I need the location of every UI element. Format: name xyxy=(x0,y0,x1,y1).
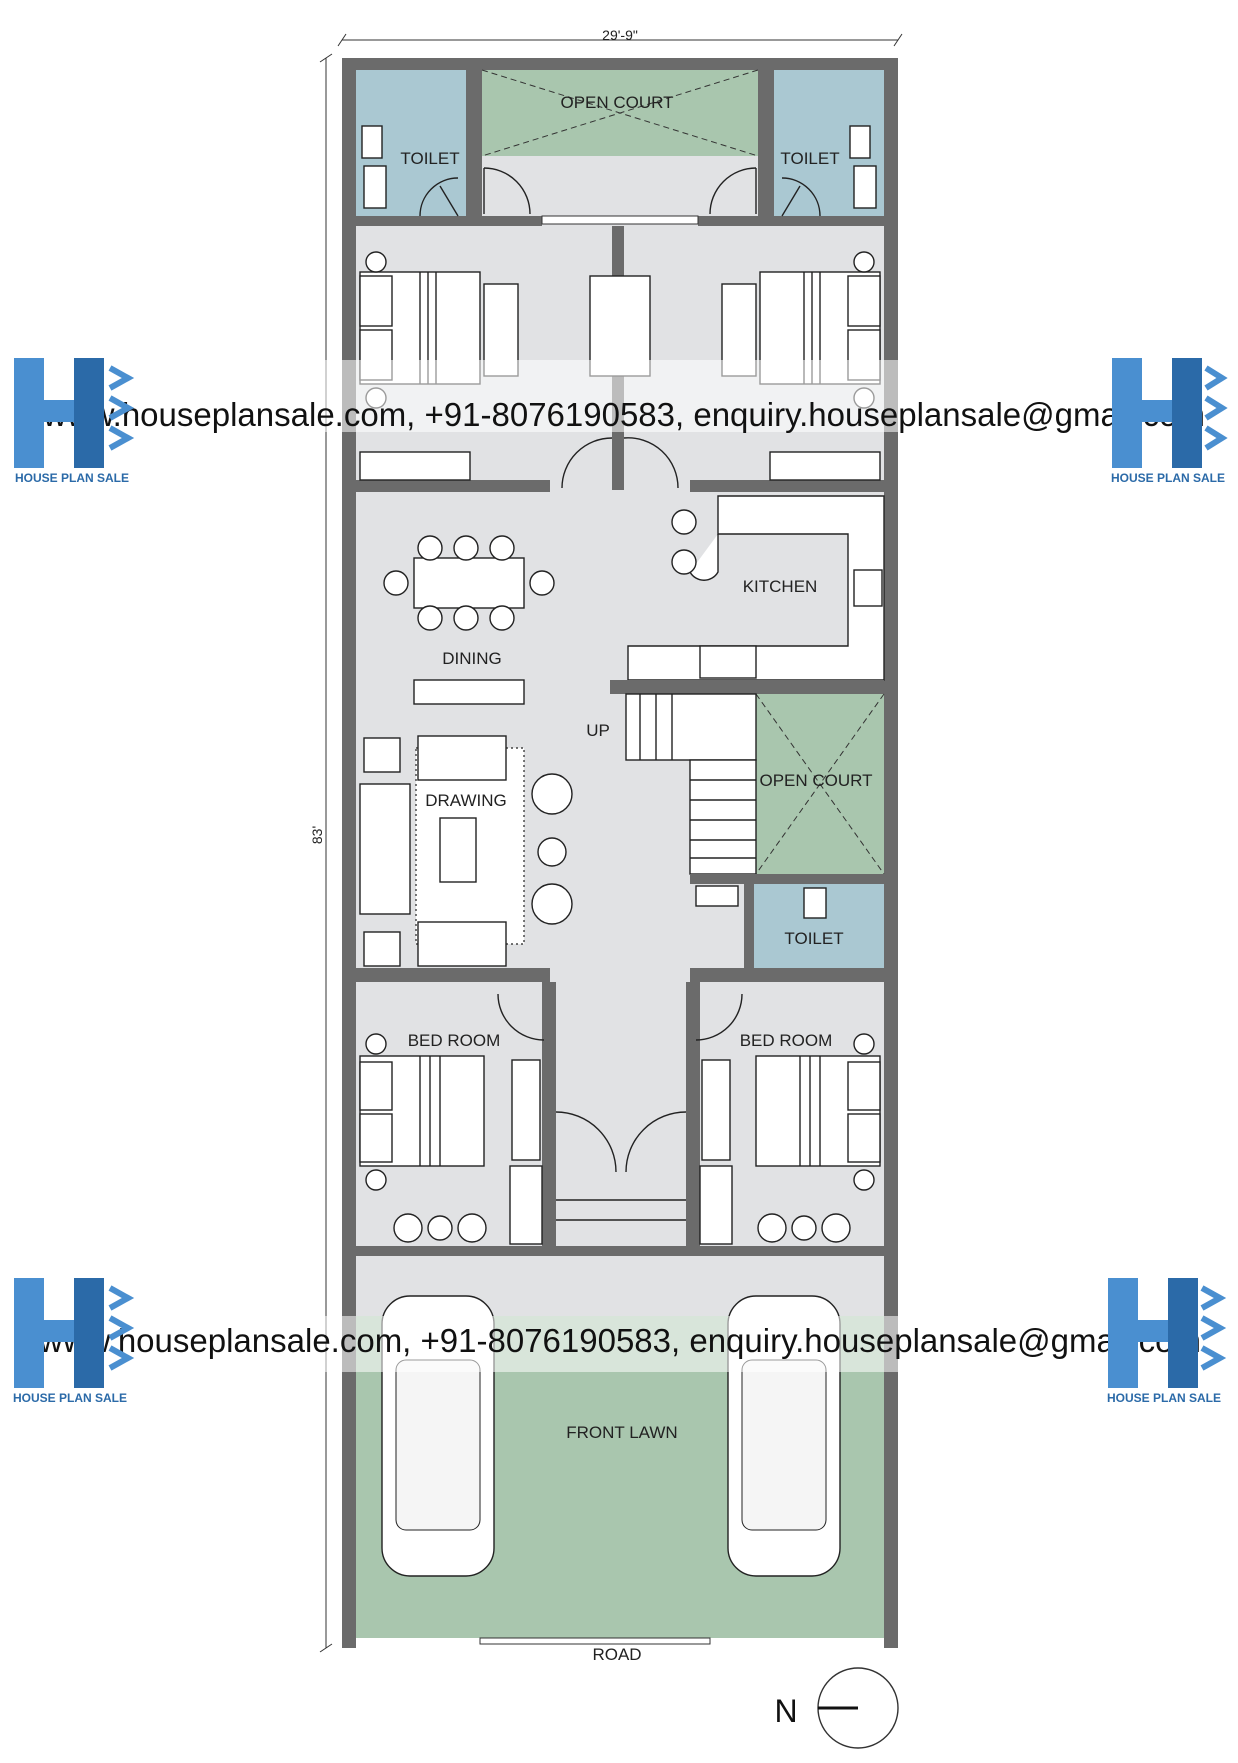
watermark-band-top xyxy=(120,360,1116,432)
open-court-top-label: OPEN COURT xyxy=(560,93,673,112)
kitchen-counter xyxy=(627,495,885,681)
logo-bottom-right-text: HOUSE PLAN SALE xyxy=(1107,1391,1221,1405)
depth-dimension: 83' xyxy=(309,53,333,1653)
main-entry-doors xyxy=(555,1111,687,1221)
bedroom-left-label: BED ROOM xyxy=(408,1031,501,1050)
toilet-right-fixtures xyxy=(781,125,877,217)
watermark-top: www.houseplansale.com, +91-8076190583, e… xyxy=(42,396,1205,433)
north-label: N xyxy=(774,1693,797,1729)
stairs-up-label: UP xyxy=(586,721,610,740)
width-dimension-label: 29'-9" xyxy=(602,27,638,43)
width-dimension: 29'-9" xyxy=(337,27,903,47)
north-arrow: N xyxy=(774,1667,899,1749)
drawing-label: DRAWING xyxy=(425,791,507,810)
toilet-right-label: TOILET xyxy=(780,149,839,168)
front-lawn-label: FRONT LAWN xyxy=(566,1423,677,1442)
watermark-bottom: www.houseplansale.com, +91-8076190583, e… xyxy=(38,1322,1201,1359)
court-doors xyxy=(483,167,757,215)
logo-bottom-left-text: HOUSE PLAN SALE xyxy=(13,1391,127,1405)
staircase xyxy=(625,693,757,875)
kitchen-label: KITCHEN xyxy=(743,577,818,596)
open-court-mid-label: OPEN COURT xyxy=(759,771,872,790)
dining-table xyxy=(383,535,555,705)
logo-top-right: HOUSE PLAN SALE xyxy=(1111,358,1228,485)
logo-bottom-left: HOUSE PLAN SALE xyxy=(13,1278,135,1405)
toilet-left-label: TOILET xyxy=(400,149,459,168)
toilet-mid-label: TOILET xyxy=(784,929,843,948)
logo-bottom-right: HOUSE PLAN SALE xyxy=(1107,1278,1227,1405)
watermark-band-bottom xyxy=(120,1316,1116,1372)
dining-label: DINING xyxy=(442,649,502,668)
upper-wardrobes xyxy=(359,275,881,489)
lower-right-bed xyxy=(695,993,881,1245)
logo-top-left: HOUSE PLAN SALE xyxy=(14,358,135,485)
depth-dimension-label: 83' xyxy=(309,826,325,844)
road-label: ROAD xyxy=(592,1645,641,1664)
bedroom-right-label: BED ROOM xyxy=(740,1031,833,1050)
drawing-furniture xyxy=(359,735,573,967)
logo-top-left-text: HOUSE PLAN SALE xyxy=(15,471,129,485)
logo-top-right-text: HOUSE PLAN SALE xyxy=(1111,471,1225,485)
lower-left-bed xyxy=(359,993,545,1245)
toilet-left-fixtures xyxy=(361,125,459,217)
